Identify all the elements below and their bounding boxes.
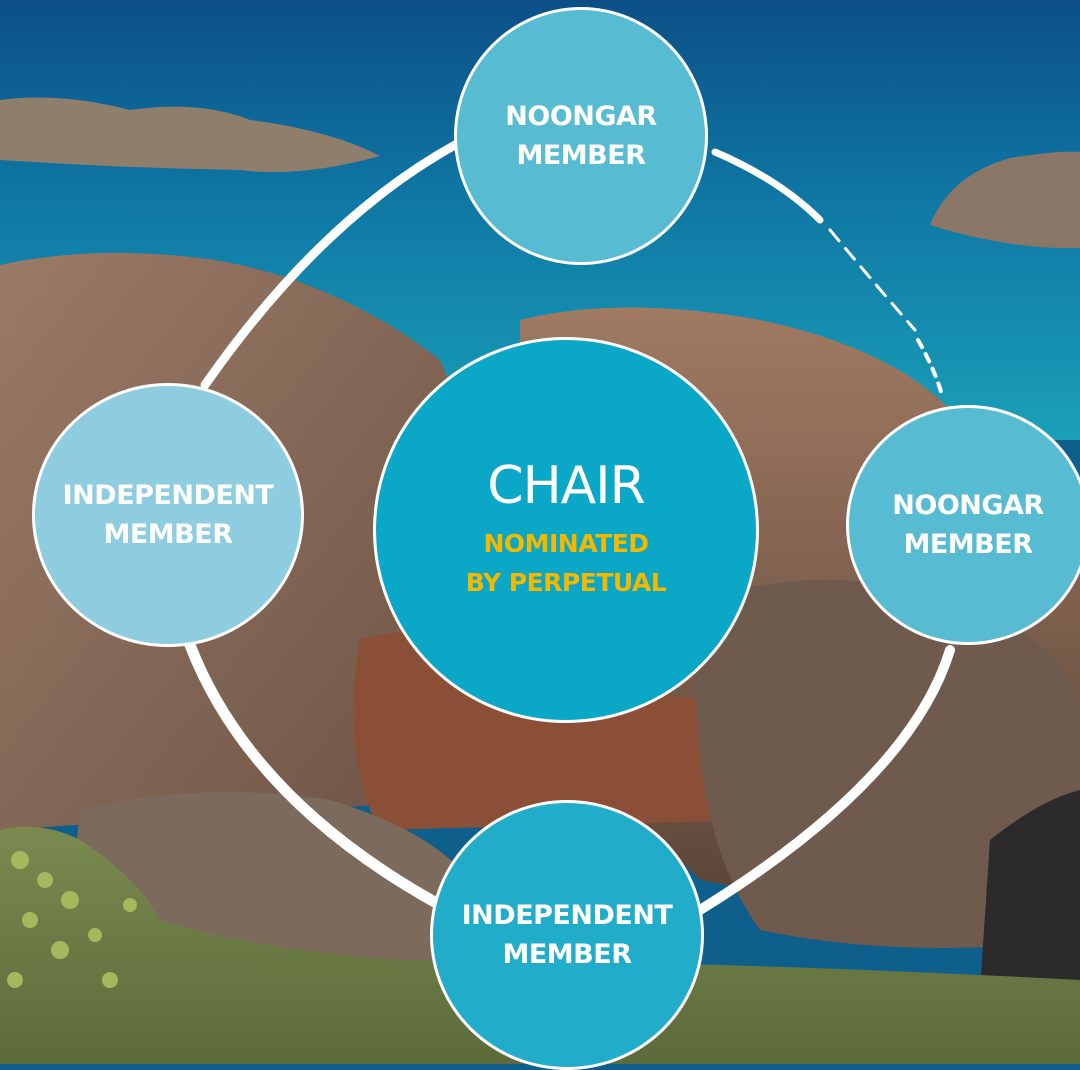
member-label-line2: MEMBER: [103, 519, 234, 550]
member-label-line2: MEMBER: [903, 529, 1034, 560]
shrub-leaves: [7, 851, 137, 988]
boulder-shadow: [980, 790, 1080, 1000]
chair-subtitle-line2: BY PERPETUAL: [465, 567, 667, 597]
ring-stroke: [184, 140, 955, 915]
distant-rock-right: [930, 151, 1080, 249]
noongar-member-top-node: NOONGAR MEMBER: [454, 7, 708, 265]
independent-member-bottom-node: INDEPENDENT MEMBER: [430, 800, 704, 1070]
member-label-line2: MEMBER: [502, 939, 633, 970]
member-label-line1: NOONGAR: [505, 100, 657, 132]
member-label-line1: NOONGAR: [892, 489, 1044, 521]
member-label-line1: INDEPENDENT: [62, 479, 274, 511]
chair-subtitle-line1: NOMINATED: [483, 528, 649, 558]
distant-rock: [0, 97, 380, 173]
chair-node: CHAIR NOMINATED BY PERPETUAL: [373, 337, 759, 723]
noongar-member-right-node: NOONGAR MEMBER: [846, 405, 1080, 645]
scrub: [0, 826, 1080, 1064]
independent-member-left-node: INDEPENDENT MEMBER: [32, 383, 304, 647]
chair-title: CHAIR: [487, 455, 645, 516]
member-label-line1: INDEPENDENT: [461, 899, 673, 931]
member-label-line2: MEMBER: [516, 140, 647, 171]
